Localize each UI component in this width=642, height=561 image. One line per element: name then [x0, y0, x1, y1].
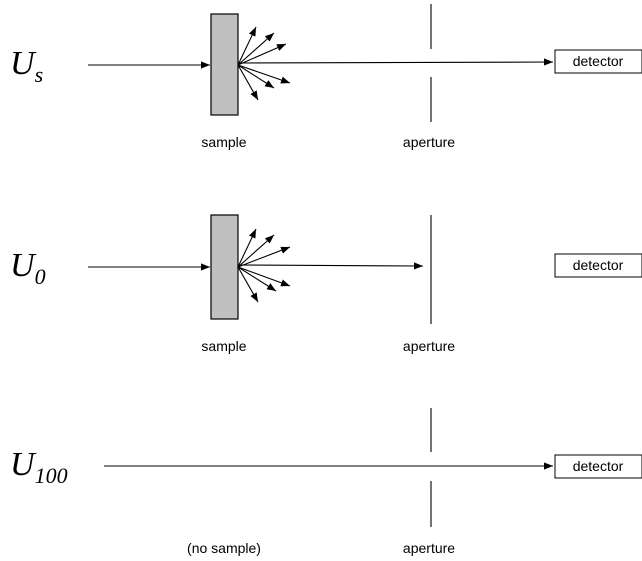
row-u0-aperture-label: aperture	[403, 338, 455, 354]
row-us-symbol: Us	[10, 45, 43, 87]
row-u100-detector-label: detector	[573, 458, 624, 474]
row-u0-detector	[554, 253, 642, 278]
row-us-sample	[210, 13, 239, 116]
row-u0-symbol: U0	[10, 247, 46, 289]
row-u100-detector	[554, 454, 642, 479]
row-u0-sample	[210, 214, 239, 320]
row-u100: U100 detector (no sample) aperture	[10, 408, 642, 556]
row-us-scatter-arrows	[237, 26, 291, 101]
row-u100-sample-label: (no sample)	[187, 540, 261, 556]
row-u0-sample-label: sample	[201, 338, 246, 354]
row-us-aperture-label: aperture	[403, 134, 455, 150]
row-us-detector-label: detector	[573, 53, 624, 69]
row-u0: U0 detector sample aperture	[10, 214, 642, 354]
row-u0-scatter-arrows	[237, 228, 291, 303]
row-u100-aperture-label: aperture	[403, 540, 455, 556]
row-us-detector	[554, 49, 642, 74]
row-u0-detector-label: detector	[573, 257, 624, 273]
row-us-sample-label: sample	[201, 134, 246, 150]
row-u100-symbol: U100	[10, 446, 68, 488]
row-u0-transmitted-beam	[237, 262, 424, 270]
row-us: Us detector sample aperture	[10, 4, 642, 150]
row-us-transmitted-beam	[237, 58, 554, 66]
